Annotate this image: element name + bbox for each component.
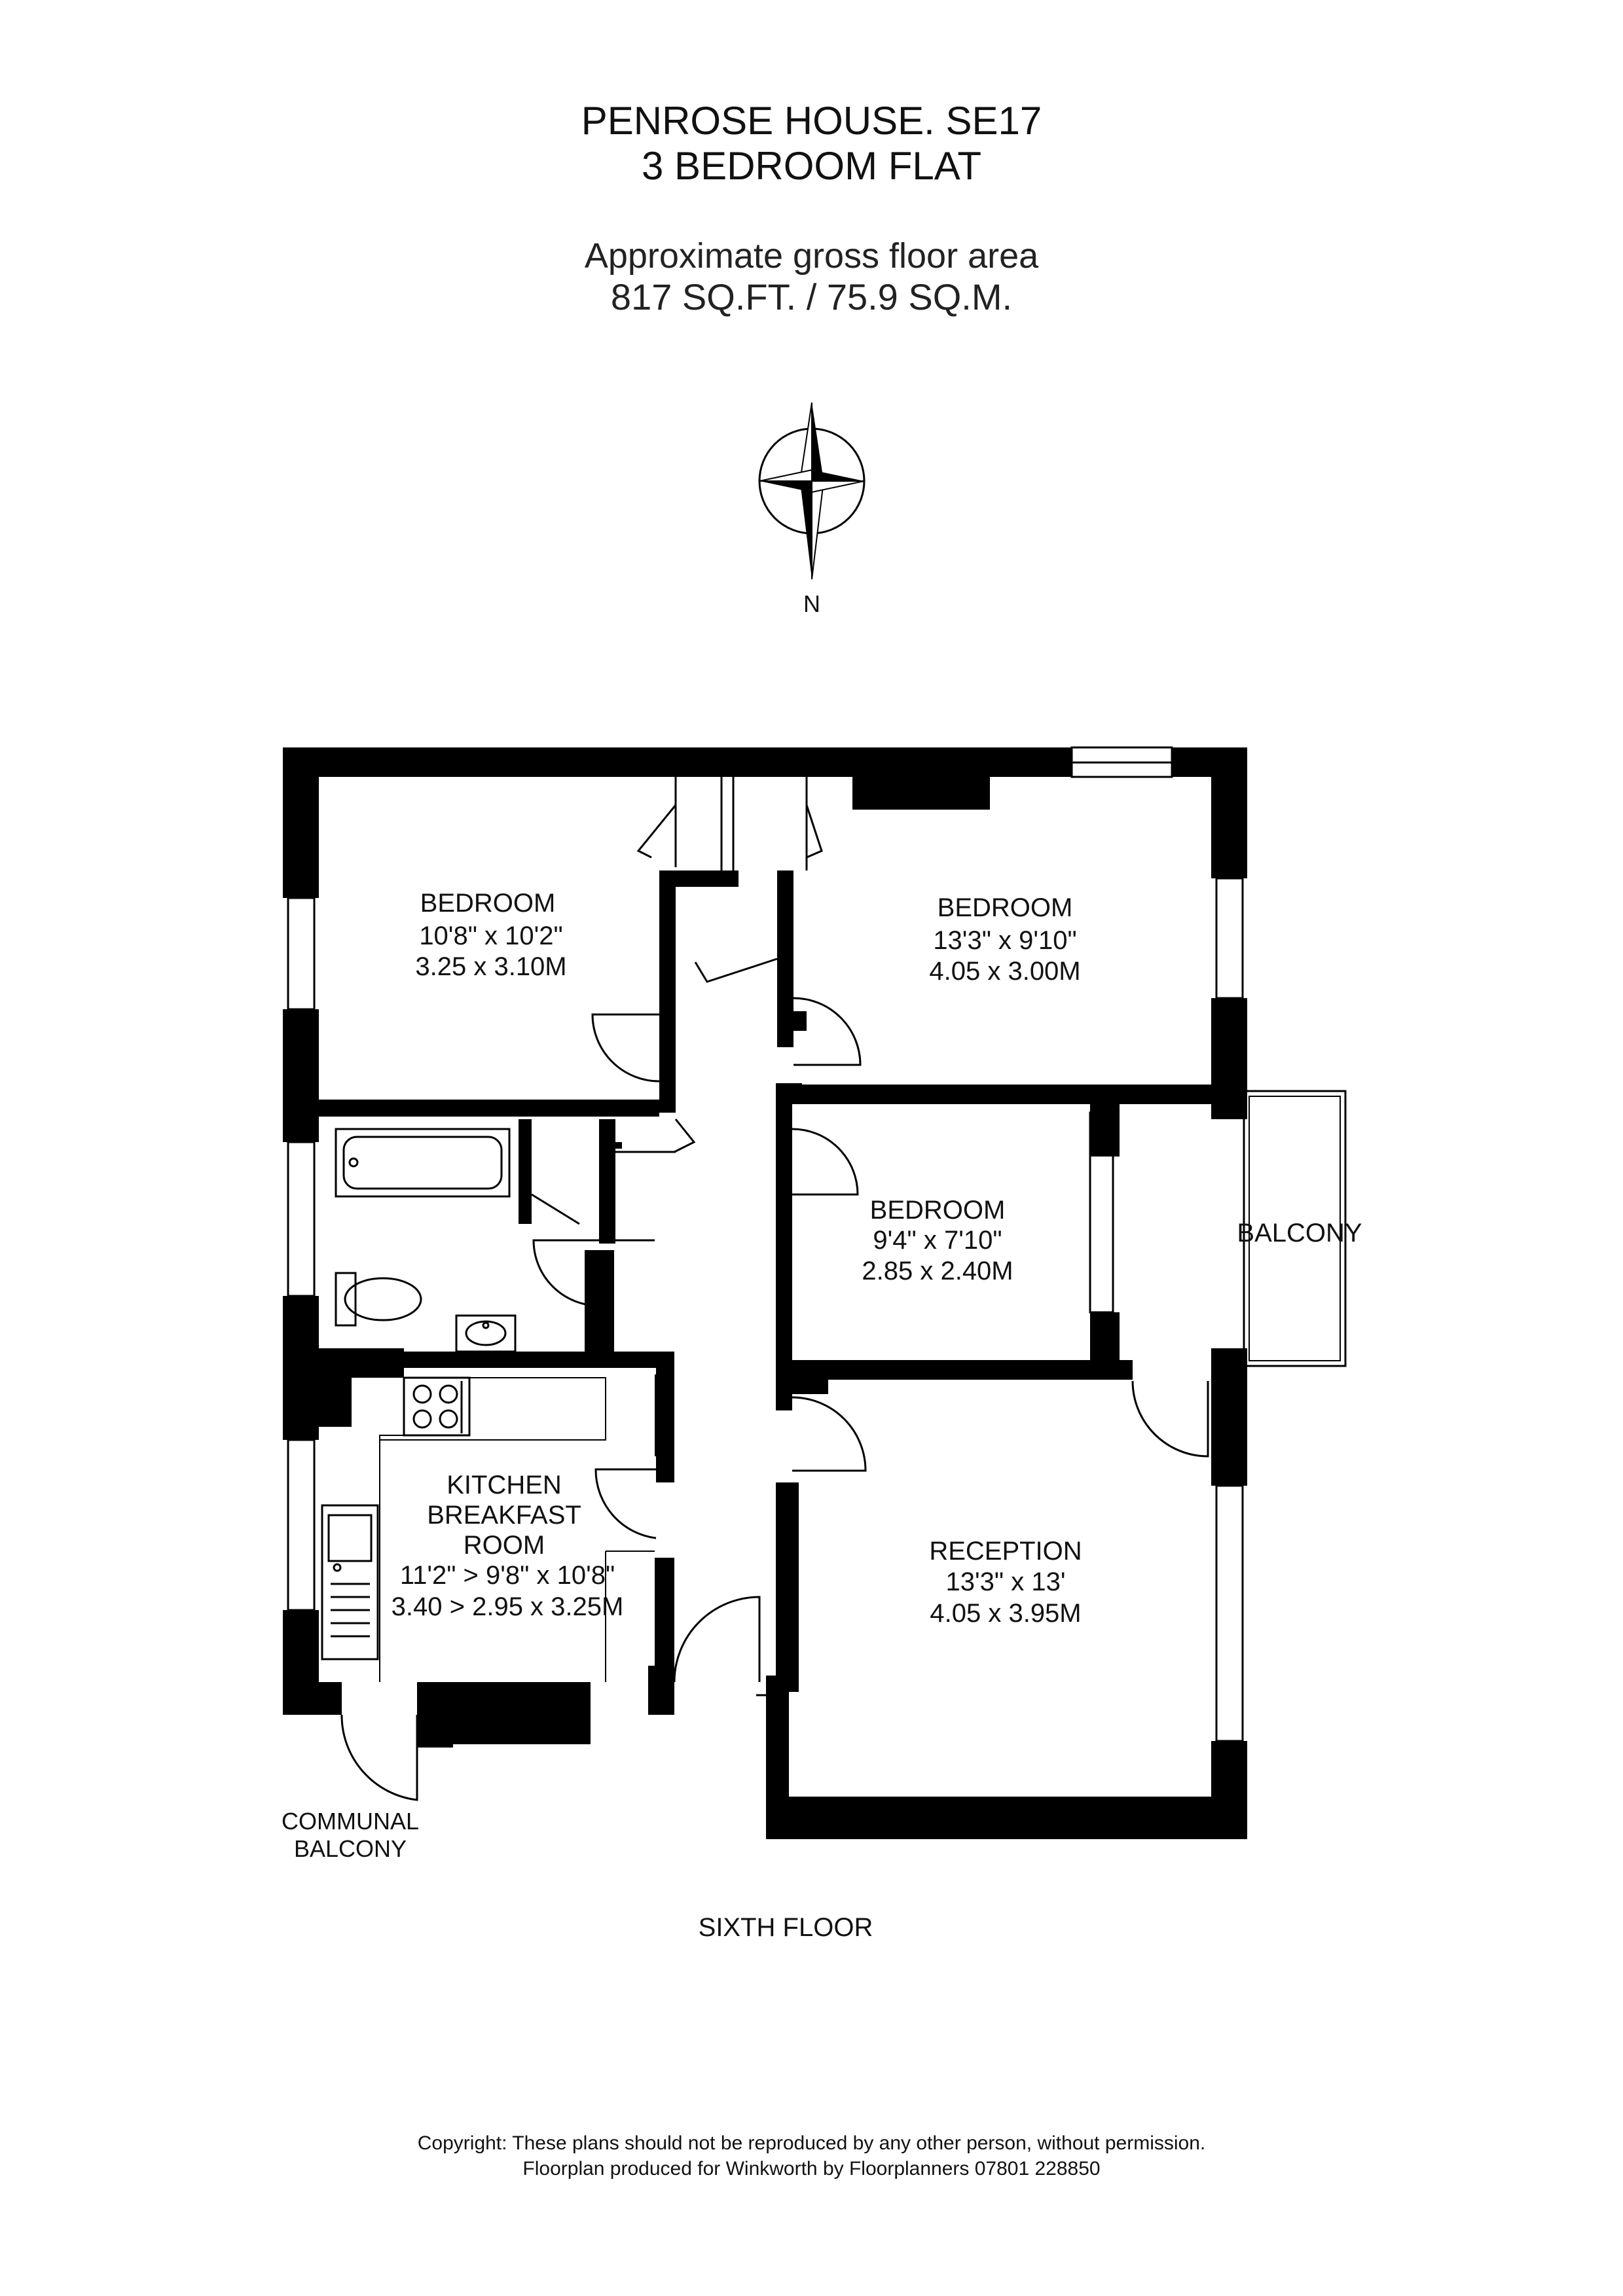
property-title: PENROSE HOUSE. SE17 3 BEDROOM FLAT (0, 98, 1623, 188)
producer-line: Floorplan produced for Winkworth by Floo… (522, 2158, 1101, 2179)
room-name: RECEPTION (929, 1537, 1082, 1566)
room-name: BEDROOM (420, 889, 556, 918)
room-dimensions-metric: 3.25 x 3.10M (415, 952, 566, 981)
room-dimensions-imperial: 13'3" x 13' (946, 1568, 1066, 1596)
floor-area: Approximate gross floor area 817 SQ.FT. … (0, 236, 1623, 318)
room-bedroom-2: BEDROOM 13'3" x 9'10" 4.05 x 3.00M (929, 893, 1080, 986)
cupboards (531, 777, 823, 1225)
interior-walls (319, 870, 1247, 1692)
room-bedroom-3: BEDROOM 9'4" x 7'10" 2.85 x 2.40M (862, 1196, 1013, 1285)
communal-balcony-line-2: BALCONY (294, 1835, 407, 1862)
communal-balcony-label: COMMUNAL BALCONY (282, 1808, 419, 1862)
floor-area-value: 817 SQ.FT. / 75.9 SQ.M. (610, 276, 1013, 318)
bath-icon (335, 1128, 511, 1198)
room-name: BEDROOM (938, 893, 1073, 922)
room-bedroom-1: BEDROOM 10'8" x 10'2" 3.25 x 3.10M (415, 889, 566, 981)
property-type: 3 BEDROOM FLAT (642, 144, 981, 188)
compass-label: N (803, 590, 820, 617)
compass-icon: N (758, 402, 866, 617)
room-reception: RECEPTION 13'3" x 13' 4.05 x 3.95M (929, 1537, 1082, 1628)
property-name: PENROSE HOUSE. SE17 (581, 99, 1042, 143)
room-name-line-1: KITCHEN (447, 1471, 562, 1499)
kitchen-worktop (379, 1377, 655, 1682)
room-dimensions-metric: 4.05 x 3.95M (930, 1599, 1081, 1628)
copyright-footer: Copyright: These plans should not be rep… (0, 2130, 1623, 2181)
room-dimensions-imperial: 13'3" x 9'10" (933, 926, 1076, 955)
copyright-line: Copyright: These plans should not be rep… (417, 2132, 1206, 2154)
basin-icon (455, 1314, 517, 1353)
toilet-icon (335, 1272, 422, 1327)
doors (340, 997, 1209, 1801)
hob-icon (403, 1376, 471, 1437)
room-name: BALCONY (1237, 1219, 1362, 1247)
balcony-outline (1243, 1090, 1347, 1367)
room-kitchen: KITCHEN BREAKFAST ROOM 11'2" > 9'8" x 10… (392, 1471, 624, 1621)
exterior-walls (283, 747, 1247, 1839)
room-dimensions-imperial: 10'8" x 10'2" (419, 922, 562, 950)
room-dimensions-imperial: 9'4" x 7'10" (873, 1226, 1002, 1255)
room-name-line-2: BREAKFAST (427, 1501, 581, 1530)
room-name: BEDROOM (870, 1196, 1006, 1225)
floor-area-label: Approximate gross floor area (584, 236, 1039, 276)
room-dimensions-metric: 3.40 > 2.95 x 3.25M (392, 1592, 624, 1621)
room-balcony: BALCONY (1237, 1219, 1362, 1247)
room-name-line-3: ROOM (464, 1531, 545, 1560)
room-dimensions-imperial: 11'2" > 9'8" x 10'8" (400, 1561, 615, 1590)
sink-icon (321, 1504, 379, 1660)
communal-balcony-line-1: COMMUNAL (282, 1808, 419, 1835)
floor-label: SIXTH FLOOR (699, 1913, 873, 1942)
room-dimensions-metric: 4.05 x 3.00M (929, 957, 1080, 986)
room-dimensions-metric: 2.85 x 2.40M (862, 1257, 1013, 1285)
